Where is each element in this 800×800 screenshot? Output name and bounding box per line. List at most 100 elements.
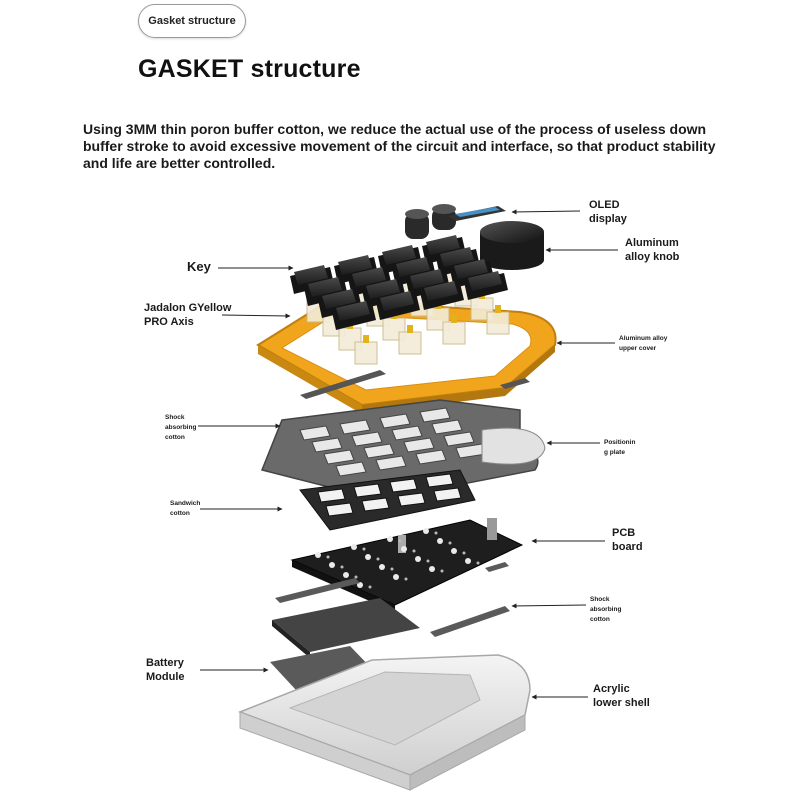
label-pcb-board: PCB board: [612, 527, 643, 553]
pcb-led-dot: [404, 577, 408, 581]
pcb-led-dot: [476, 561, 480, 565]
plate-holes: [299, 407, 487, 477]
plate-hole: [311, 437, 343, 453]
switch: [442, 321, 466, 345]
leader-oled: [511, 209, 581, 215]
upper-cover-frame: [256, 298, 557, 414]
switch-stem: [495, 305, 501, 313]
pcb-led-dot: [354, 575, 358, 579]
keycap: [334, 255, 378, 284]
description: Using 3MM thin poron buffer cotton, we r…: [83, 121, 716, 171]
plate-hole: [403, 437, 435, 453]
plate-hole: [351, 431, 383, 447]
keycap: [420, 281, 464, 310]
keycap: [376, 291, 420, 320]
keycap: [290, 265, 334, 294]
label-positioning-plate: Positionin g plate: [604, 439, 636, 456]
switch: [354, 341, 378, 365]
sandwich-hole: [433, 487, 462, 502]
pcb-led: [343, 572, 349, 578]
pcb-led-dot: [376, 557, 380, 561]
pcb-led: [429, 566, 435, 572]
page-title: GASKET structure: [138, 55, 361, 83]
plate-hole: [419, 407, 451, 423]
pcb-leds: [315, 528, 480, 589]
pcb-led: [387, 536, 393, 542]
pcb-led: [351, 544, 357, 550]
keycap: [378, 245, 422, 274]
plate-hole: [363, 443, 395, 459]
sandwich-hole: [425, 473, 454, 488]
pcb-led: [465, 558, 471, 564]
switch-stem: [451, 315, 457, 323]
section-badge: Gasket structure: [138, 4, 246, 38]
keycap: [304, 277, 348, 306]
keycap: [450, 259, 494, 288]
sandwich-hole: [325, 502, 354, 517]
label-switch-axis: Jadalon GYellow PRO Axis: [144, 302, 232, 328]
label-shock-cotton-upper: Shock absorbing cotton: [165, 414, 197, 441]
pcb-led: [365, 554, 371, 560]
label-acrylic-shell: Acrylic lower shell: [593, 683, 650, 709]
label-upper-cover: Aluminum alloy upper cover: [619, 335, 668, 352]
keycap: [392, 257, 436, 286]
plate-hole: [431, 419, 463, 435]
keycap: [348, 267, 392, 296]
aluminum-knob: [480, 221, 544, 270]
leader-shock2: [511, 603, 587, 609]
label-aluminum-knob: Aluminum alloy knob: [625, 237, 680, 263]
plate-hole: [339, 419, 371, 435]
switch: [398, 331, 422, 355]
keycap-array: [290, 235, 508, 330]
keycap: [422, 235, 466, 264]
plate-hole: [391, 425, 423, 441]
sandwich-hole: [361, 497, 390, 512]
acrylic-lower-shell: [237, 654, 531, 791]
pcb-led-dot: [462, 551, 466, 555]
pcb-led: [415, 556, 421, 562]
plate-hole: [335, 461, 367, 477]
shock-strips-lower: [275, 562, 510, 637]
label-sandwich-cotton: Sandwich cotton: [170, 500, 201, 517]
pcb-led-dot: [426, 559, 430, 563]
label-shock-cotton-lower: Shock absorbing cotton: [590, 596, 622, 623]
switch: [486, 311, 510, 335]
pcb-board: [290, 518, 524, 612]
keycap: [332, 301, 376, 330]
pcb-led: [401, 546, 407, 552]
pcb-led-dot: [440, 569, 444, 573]
plate-hole: [375, 455, 407, 471]
label-battery-module: Battery Module: [146, 657, 185, 683]
pcb-led: [315, 552, 321, 558]
sandwich-cotton: [299, 469, 476, 531]
plate-hole: [443, 431, 475, 447]
plate-hole: [299, 425, 331, 441]
switch-stem: [407, 325, 413, 333]
sandwich-holes: [317, 473, 462, 517]
plate-hole: [323, 449, 355, 465]
sandwich-hole: [389, 478, 418, 493]
pcb-led-dot: [362, 547, 366, 551]
keycap: [406, 269, 450, 298]
pcb-led: [451, 548, 457, 554]
pcb-led: [329, 562, 335, 568]
pcb-led-dot: [412, 549, 416, 553]
pcb-led: [379, 564, 385, 570]
pcb-led-dot: [448, 541, 452, 545]
sandwich-hole: [397, 492, 426, 507]
oled-display-module: [405, 204, 506, 239]
pcb-led-dot: [390, 567, 394, 571]
leader-axis: [221, 313, 291, 319]
pcb-led-dot: [368, 585, 372, 589]
pcb-led-dot: [340, 565, 344, 569]
plate-hole: [415, 449, 447, 465]
switch-stem: [363, 335, 369, 343]
pcb-led: [437, 538, 443, 544]
keycap: [362, 279, 406, 308]
pcb-led: [393, 574, 399, 580]
pcb-led-dot: [398, 539, 402, 543]
pcb-led: [357, 582, 363, 588]
sandwich-hole: [353, 483, 382, 498]
keycap: [318, 289, 362, 318]
plate-hole: [379, 413, 411, 429]
